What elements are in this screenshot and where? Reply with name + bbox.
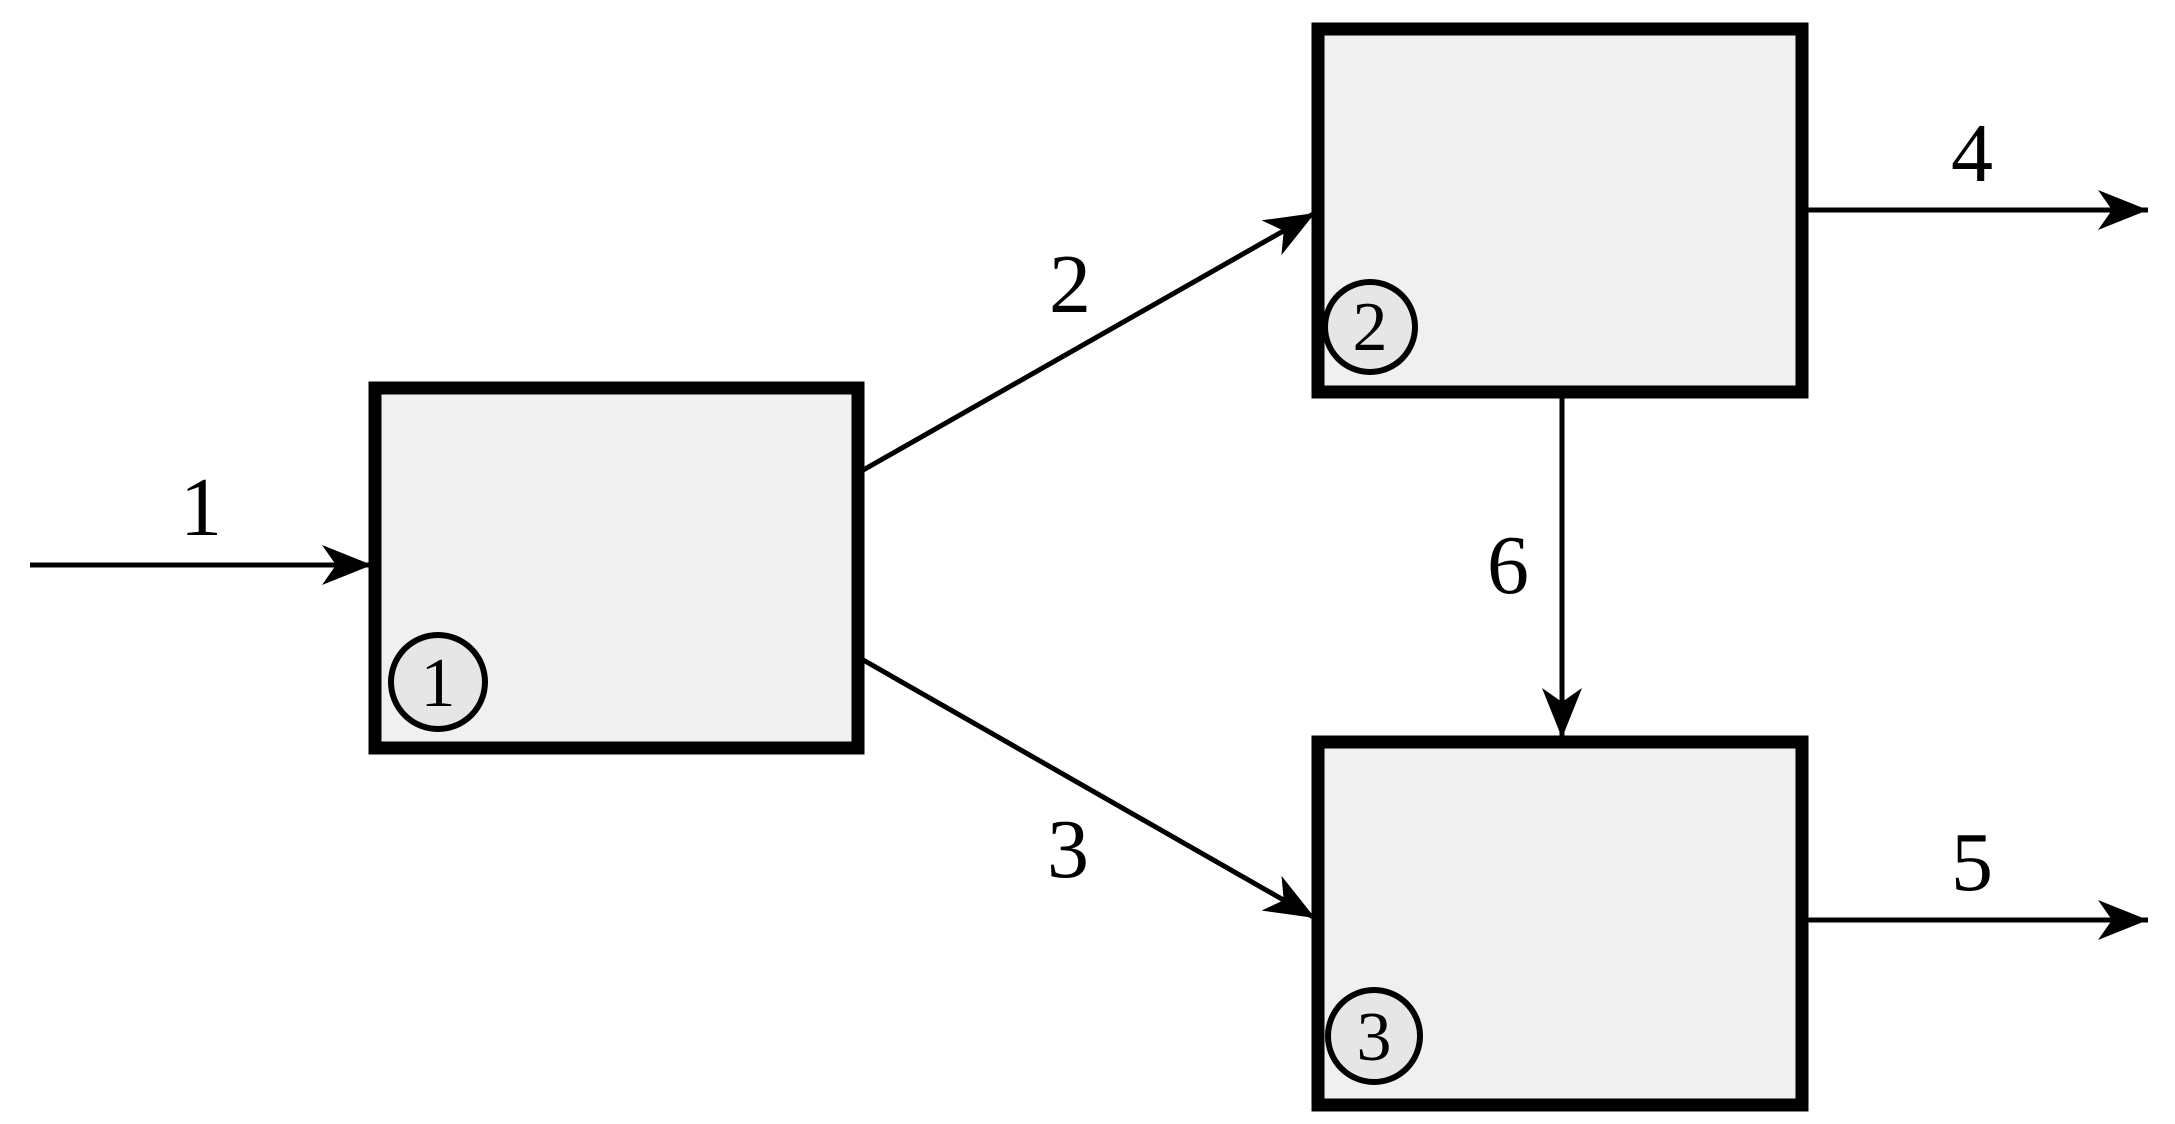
stream-line-2 [856, 210, 1317, 476]
stream-label-5: 5 [1951, 816, 1993, 909]
unit-box-3 [1311, 735, 1809, 1112]
unit-badge-circle-1 [388, 632, 488, 732]
unit-badge-label-1: 1 [421, 645, 456, 722]
stream-label-2: 2 [1049, 238, 1091, 331]
stream-label-4: 4 [1951, 107, 1993, 200]
unit-badge-circle-2 [1322, 279, 1418, 375]
stream-label-1: 1 [180, 461, 222, 554]
stream-label-6: 6 [1487, 519, 1529, 612]
unit-badge-label-2: 2 [1353, 289, 1388, 366]
stream-label-3: 3 [1047, 803, 1089, 896]
unit-badge-label-3: 3 [1357, 999, 1392, 1076]
unit-badge-circle-3 [1325, 987, 1423, 1085]
stream-line-3 [856, 654, 1317, 921]
